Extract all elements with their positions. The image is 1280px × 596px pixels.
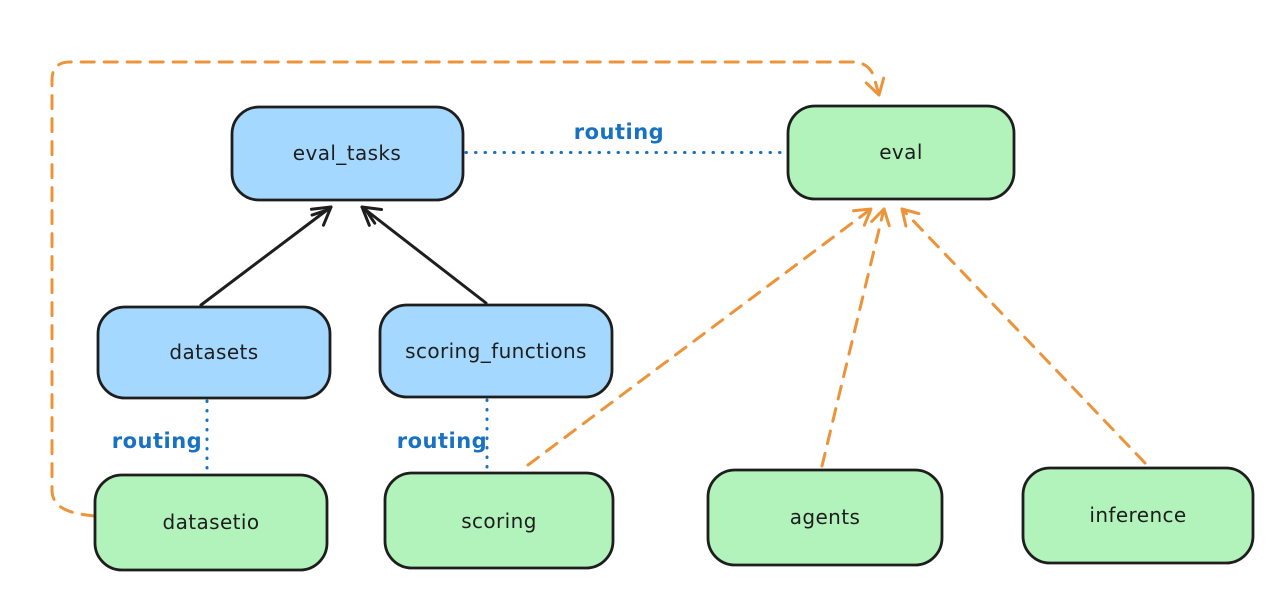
edge-agents-to-eval[interactable] bbox=[820, 207, 891, 468]
node-datasetio-label: datasetio bbox=[162, 510, 259, 534]
node-scoring-label: scoring bbox=[461, 509, 537, 533]
node-scoring-box[interactable] bbox=[383, 471, 615, 570]
routing-label-top[interactable]: routing bbox=[574, 120, 664, 144]
edge-datasets-to-eval-tasks[interactable] bbox=[199, 205, 333, 307]
node-scoring-functions-label: scoring_functions bbox=[405, 339, 587, 363]
node-agents-label: agents bbox=[790, 505, 861, 529]
node-datasetio[interactable]: datasetio bbox=[93, 473, 329, 572]
edge-scoring-to-eval[interactable] bbox=[526, 207, 873, 467]
node-inference-label: inference bbox=[1089, 503, 1186, 527]
node-datasets-box[interactable] bbox=[96, 305, 332, 400]
edge-scoring-functions-to-eval-tasks[interactable] bbox=[360, 205, 488, 305]
node-eval-box[interactable] bbox=[786, 104, 1016, 201]
node-eval-tasks-box[interactable] bbox=[230, 105, 465, 202]
node-scoring-functions-box[interactable] bbox=[378, 303, 614, 399]
node-scoring-functions[interactable]: scoring_functions bbox=[378, 303, 614, 399]
edge-inference-to-eval[interactable] bbox=[900, 207, 1147, 465]
node-agents[interactable]: agents bbox=[706, 468, 944, 567]
node-scoring[interactable]: scoring bbox=[383, 471, 615, 570]
node-eval-tasks-label: eval_tasks bbox=[293, 141, 401, 165]
node-datasets[interactable]: datasets bbox=[96, 305, 332, 400]
edge-datasetio-to-eval[interactable] bbox=[50, 60, 886, 518]
node-eval-label: eval bbox=[879, 140, 923, 164]
node-inference[interactable]: inference bbox=[1021, 466, 1255, 565]
node-datasetio-box[interactable] bbox=[93, 473, 329, 572]
routing-label-scoring[interactable]: routing bbox=[397, 429, 487, 453]
node-eval-tasks[interactable]: eval_tasks bbox=[230, 105, 465, 202]
node-eval[interactable]: eval bbox=[786, 104, 1016, 201]
routing-label-datasetio[interactable]: routing bbox=[112, 429, 202, 453]
node-inference-box[interactable] bbox=[1021, 466, 1255, 565]
node-datasets-label: datasets bbox=[169, 340, 258, 364]
node-agents-box[interactable] bbox=[706, 468, 944, 567]
